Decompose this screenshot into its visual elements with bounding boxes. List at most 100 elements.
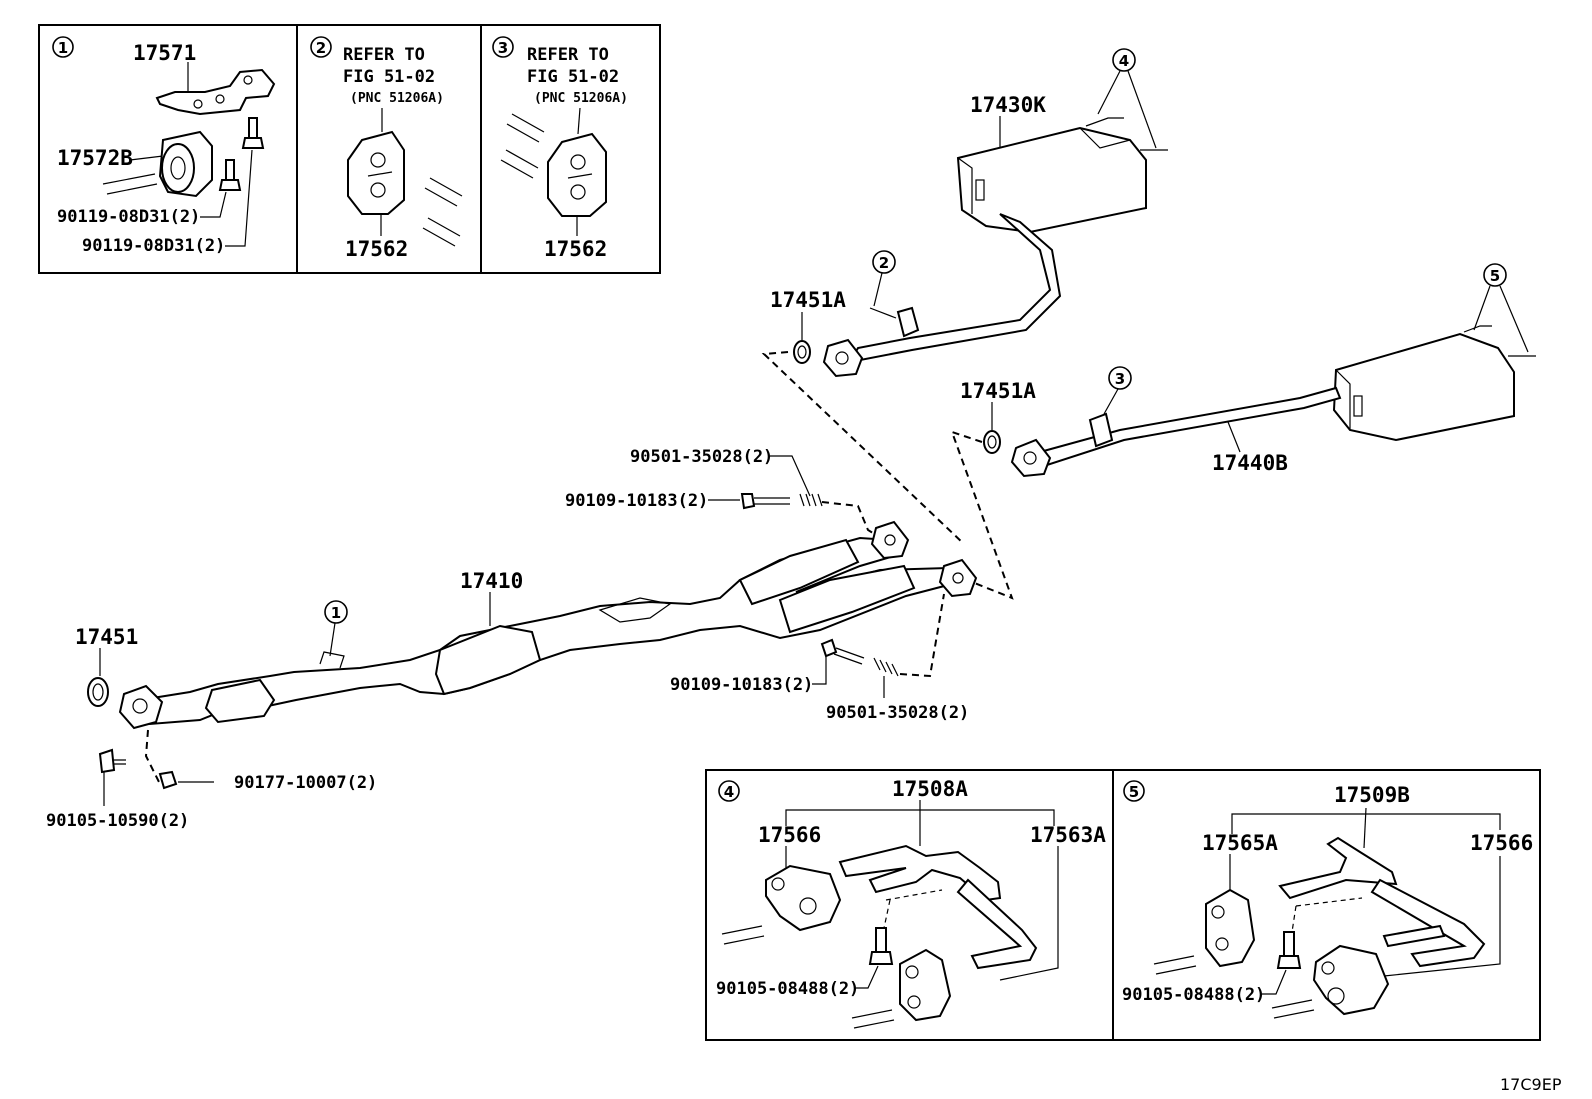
inset-3-number-circle xyxy=(492,36,514,58)
upper-flange xyxy=(822,338,864,378)
rubber-hole xyxy=(370,182,386,198)
rubber-17563a xyxy=(899,948,952,1022)
gasket-17451a-lower xyxy=(983,430,1001,454)
hanger-rubber-17562 xyxy=(347,130,405,215)
part-label-17451a-lower: 17451A xyxy=(960,379,1036,403)
leader-90501-upper xyxy=(770,455,811,497)
callout-5-number: 5 xyxy=(1490,267,1500,285)
callout-4-number: 4 xyxy=(1119,52,1129,70)
inset-1: 1 17571 17572B 90119-08D31(2) 90119-08D3… xyxy=(52,36,276,256)
lower-muffler-assembly: 5 3 17440B 17451A xyxy=(960,263,1536,478)
muffler-edge xyxy=(957,157,973,214)
leader-callout-2 xyxy=(873,272,883,307)
dash-stub xyxy=(1291,905,1297,933)
part-label-90109-upper: 90109-10183(2) xyxy=(565,491,708,511)
mount-bushing-hole xyxy=(170,156,186,180)
leader-callout-4b xyxy=(1127,70,1157,149)
dash-stub xyxy=(885,889,943,901)
bracket-arm xyxy=(1370,878,1486,968)
rubber-hole xyxy=(907,995,921,1009)
hanger-rod xyxy=(424,177,463,207)
dash-front-flange xyxy=(144,729,161,785)
bottom-inset-frame xyxy=(705,769,1541,1041)
bolt-icon xyxy=(98,748,116,774)
inset-4: 4 17508A 17566 17563A 90105-08488(2) xyxy=(716,777,1106,1029)
dash-upper-bolt xyxy=(821,501,885,541)
front-pipe-assembly: 17410 1 17451 90105-10590(2) xyxy=(46,447,978,831)
callout-4-circle xyxy=(1112,48,1136,72)
bottom-inset-panel xyxy=(705,769,1541,1041)
bolt-icon xyxy=(225,159,235,181)
leader-90105-08488-b xyxy=(1262,969,1287,995)
inset-2-number: 2 xyxy=(316,39,326,57)
y-split xyxy=(598,597,672,623)
muffler-edge xyxy=(1079,127,1131,149)
part-label-90105-08488-a: 90105-08488(2) xyxy=(716,979,859,999)
inset-3-refer-line1: REFER TO xyxy=(527,45,609,65)
bolt-icon xyxy=(875,927,887,953)
leader-90119-a xyxy=(200,191,227,218)
hanger-rod xyxy=(422,217,461,247)
inset-5-number-circle xyxy=(1123,780,1145,802)
leader-callout-5b xyxy=(1499,285,1529,353)
bolt-icon xyxy=(248,117,258,139)
callout-2-number: 2 xyxy=(879,254,889,272)
inset-2: 2 REFER TO FIG 51-02 (PNC 51206A) 17562 xyxy=(310,36,463,261)
bracket-arm xyxy=(956,878,1038,970)
lower-flange xyxy=(1010,438,1052,478)
inset-3-refer-line2: FIG 51-02 xyxy=(527,67,619,87)
part-label-90119-b: 90119-08D31(2) xyxy=(82,236,225,256)
leader-callout-1 xyxy=(329,622,336,657)
inset-5-number: 5 xyxy=(1129,783,1139,801)
top-inset-panel xyxy=(38,24,661,274)
muffler-edge xyxy=(1335,369,1351,430)
rubber-web xyxy=(567,173,593,179)
lower-pipe xyxy=(1038,386,1342,468)
part-label-17430k: 17430K xyxy=(970,93,1046,117)
rubber-hole xyxy=(1327,987,1345,1005)
hanger-rod xyxy=(500,149,539,179)
rubber-hole xyxy=(1215,937,1229,951)
inset-4-number-circle xyxy=(718,780,740,802)
part-label-90119-a: 90119-08D31(2) xyxy=(57,207,200,227)
bolt-thread xyxy=(112,759,126,765)
part-label-17562-a: 17562 xyxy=(345,237,408,261)
rubber-17566 xyxy=(765,864,842,932)
leader-17572b xyxy=(129,155,164,161)
rubber-hole xyxy=(570,154,586,170)
hanger-rod xyxy=(721,925,765,945)
lower-pipe-hanger xyxy=(1088,412,1114,448)
bolt-head-icon xyxy=(868,951,894,965)
gasket-17451 xyxy=(87,677,109,707)
callout-1-circle xyxy=(324,600,348,624)
gasket-17451a-upper xyxy=(793,340,811,364)
leader-17566-b xyxy=(1383,856,1501,977)
rubber-hole xyxy=(570,184,586,200)
rubber-17565a xyxy=(1205,888,1256,968)
gasket-hole xyxy=(987,435,997,449)
callout-1-number: 1 xyxy=(331,604,341,622)
part-label-17509b: 17509B xyxy=(1334,783,1410,807)
upper-tail-pipe xyxy=(848,213,1062,364)
hanger-rod xyxy=(1153,955,1197,975)
callout-2-circle xyxy=(872,250,896,274)
part-label-90109-lower: 90109-10183(2) xyxy=(670,675,813,695)
front-lower-flange xyxy=(938,558,978,598)
muffler-hanger-pins xyxy=(1085,117,1168,151)
flange-hole xyxy=(835,351,849,365)
upper-converter xyxy=(738,538,860,606)
inset-1-number-circle xyxy=(52,36,74,58)
leader-inset3-ref xyxy=(577,107,581,135)
dash-lower xyxy=(950,430,1014,600)
dashed-connections xyxy=(144,351,1014,785)
gasket-hole xyxy=(92,683,104,701)
dash-stub xyxy=(883,899,891,929)
inset-1-number: 1 xyxy=(58,39,68,57)
part-label-17508a: 17508A xyxy=(892,777,968,801)
rubber-hole xyxy=(799,897,817,915)
muffler-17440b xyxy=(1332,332,1515,442)
spring-icon xyxy=(873,657,899,677)
muffler-hanger-pins xyxy=(1463,325,1536,357)
part-label-17440b: 17440B xyxy=(1212,451,1288,475)
